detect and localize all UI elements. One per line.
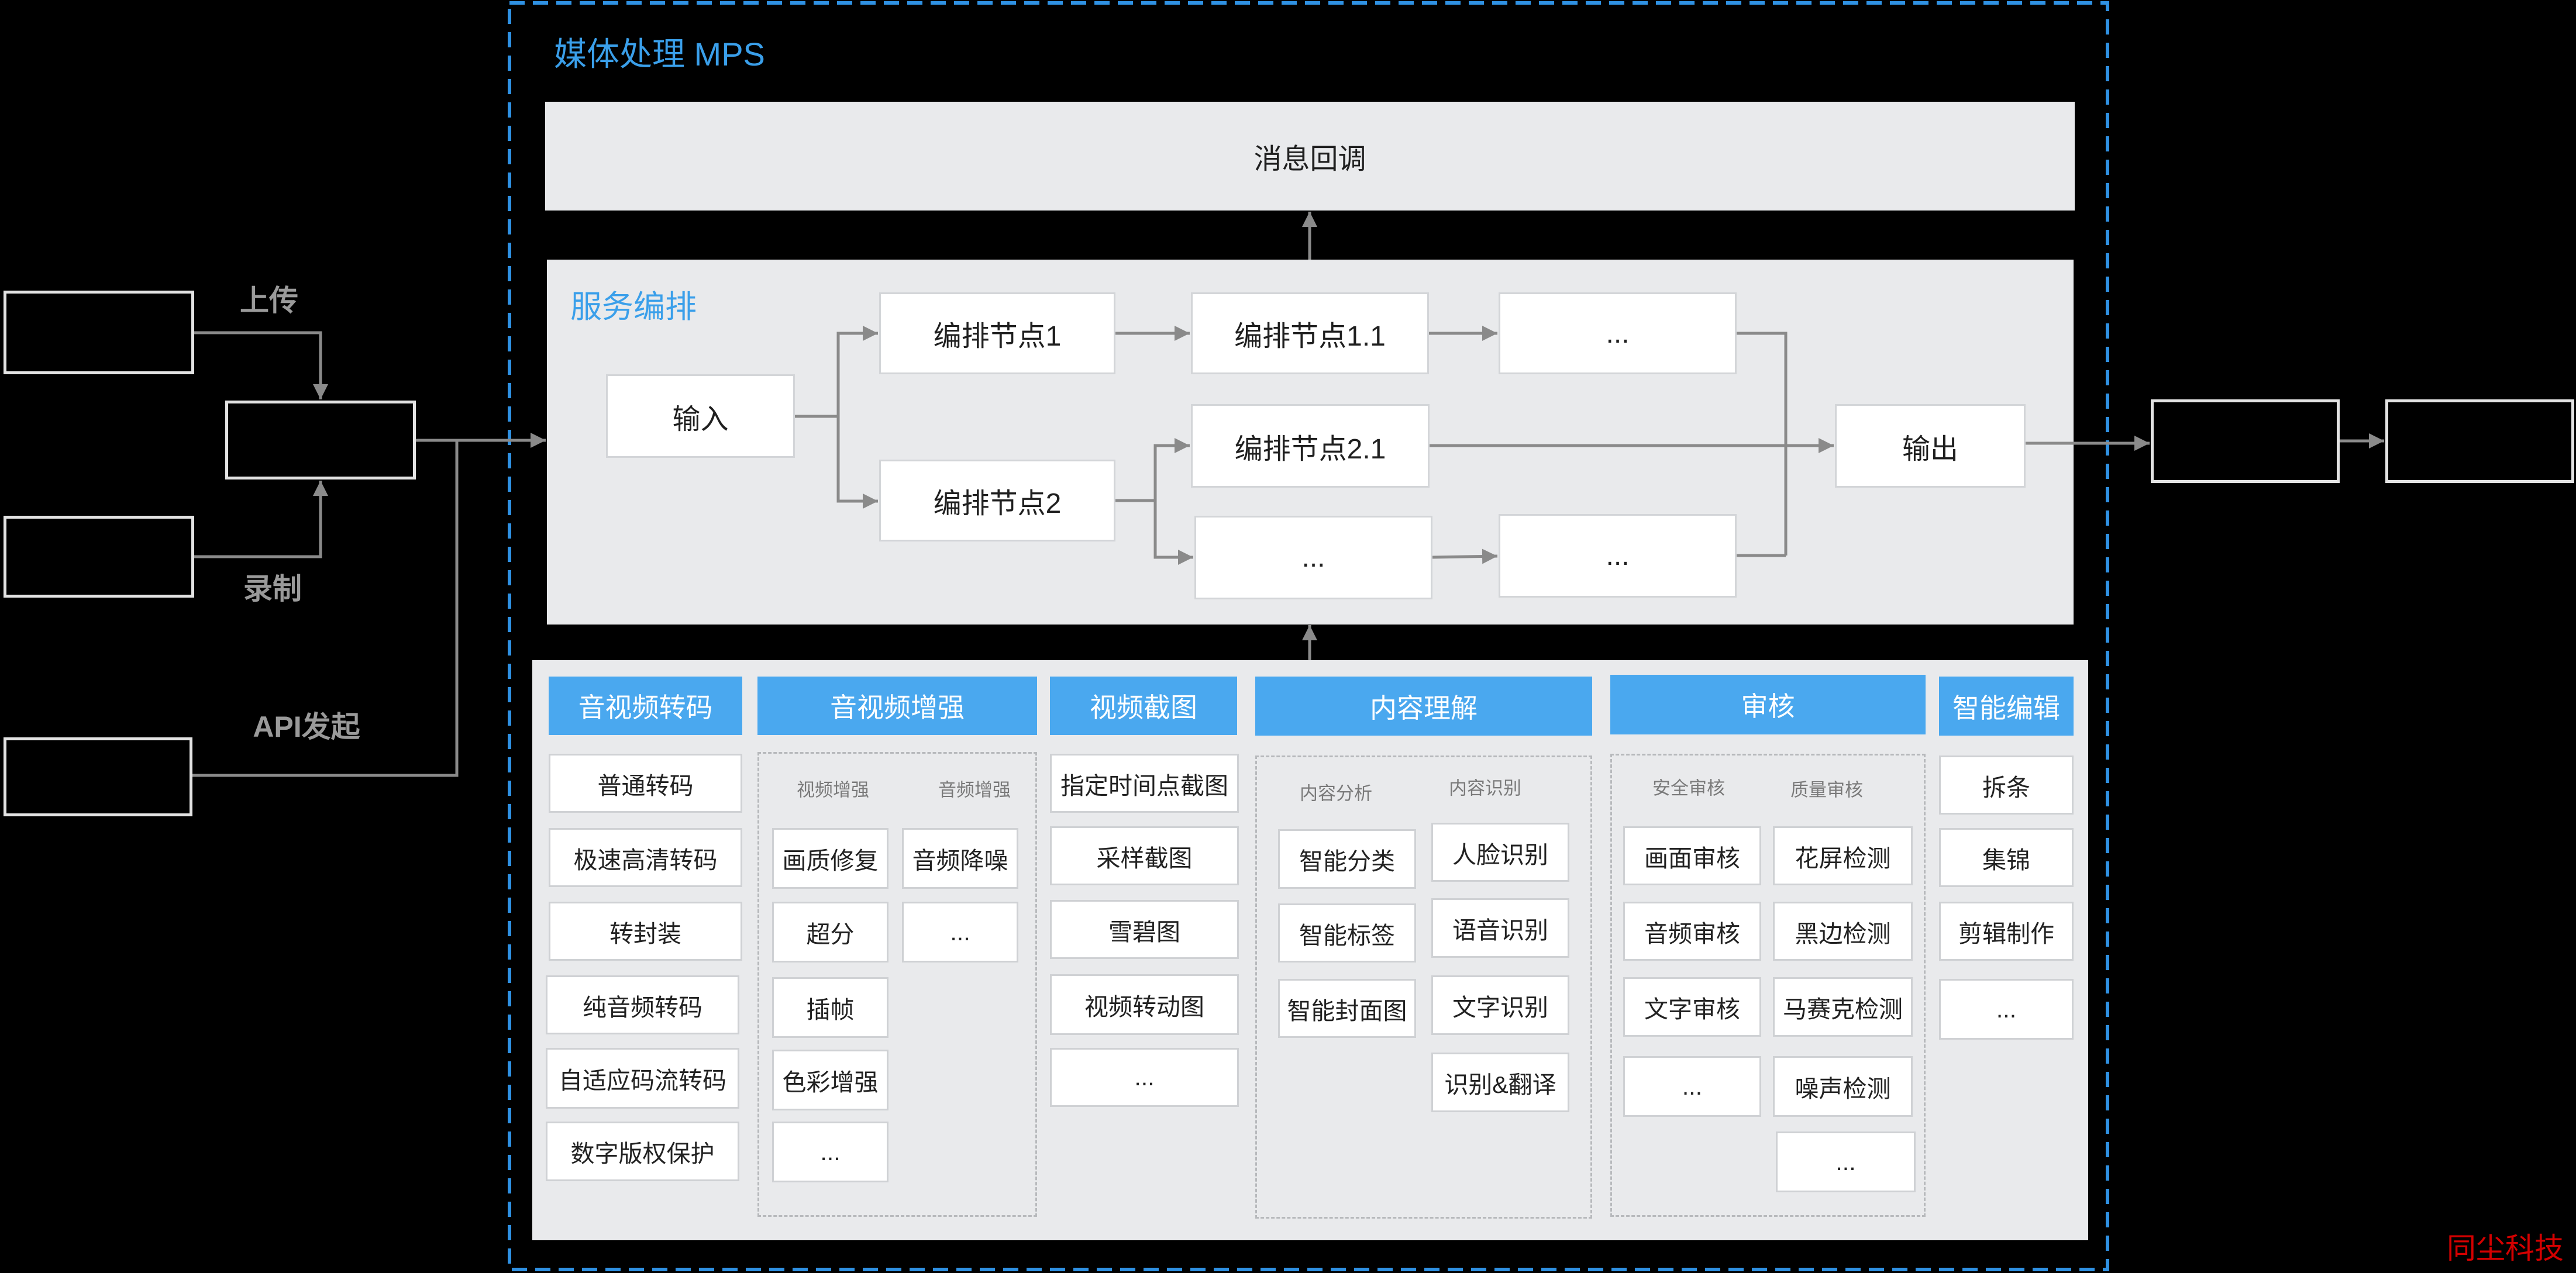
- callback-bar: 消息回调: [545, 102, 2075, 211]
- orchestration-node-2-branch-next: ...: [1499, 514, 1737, 598]
- upload-label: 上传: [240, 284, 298, 317]
- transcode-item: 纯音频转码: [546, 975, 739, 1034]
- audio-enhance-item: 音频降噪: [902, 828, 1018, 889]
- editing-item: 剪辑制作: [1939, 902, 2074, 961]
- orchestration-title: 服务编排: [570, 289, 697, 325]
- transcode-item: 数字版权保护: [546, 1122, 739, 1181]
- orchestration-node-2-1: 编排节点2.1: [1191, 404, 1430, 488]
- security-review-item: ...: [1623, 1056, 1761, 1117]
- recognition-item: 人脸识别: [1431, 823, 1569, 882]
- output-destination-box: [2151, 399, 2340, 483]
- final-destination-box: [2385, 399, 2574, 483]
- editing-item: 拆条: [1939, 755, 2074, 815]
- transcode-item: 极速高清转码: [549, 828, 742, 887]
- orchestration-node-1-next: ...: [1499, 292, 1737, 374]
- orchestration-node-1: 编排节点1: [879, 292, 1115, 374]
- snapshot-item: 指定时间点截图: [1050, 754, 1239, 813]
- video-enhance-item: ...: [772, 1122, 888, 1182]
- analysis-item: 智能标签: [1278, 903, 1416, 962]
- analysis-group-label: 内容分析: [1300, 783, 1372, 804]
- mps-title: 媒体处理 MPS: [554, 36, 765, 73]
- recognition-item: 识别&翻译: [1431, 1053, 1569, 1112]
- quality-review-item: 噪声检测: [1773, 1056, 1913, 1117]
- video-enhance-group-label: 视频增强: [797, 779, 869, 801]
- orchestration-node-1-1: 编排节点1.1: [1191, 292, 1429, 374]
- upload-source-box: [4, 291, 194, 374]
- snapshot-header: 视频截图: [1050, 677, 1237, 735]
- quality-review-item: 黑边检测: [1773, 902, 1913, 961]
- snapshot-item: 采样截图: [1050, 826, 1239, 885]
- review-header: 审核: [1610, 675, 1926, 734]
- editing-item: 集锦: [1939, 828, 2074, 887]
- snapshot-item: 雪碧图: [1050, 900, 1239, 959]
- quality-review-item: ...: [1776, 1131, 1916, 1192]
- quality-review-group-label: 质量审核: [1790, 779, 1863, 801]
- orchestration-node-2: 编排节点2: [879, 460, 1115, 541]
- snapshot-item: 视频转动图: [1050, 974, 1239, 1035]
- security-review-group-label: 安全审核: [1652, 778, 1725, 799]
- callback-label: 消息回调: [1253, 144, 1366, 175]
- recognition-item: 语音识别: [1431, 898, 1569, 958]
- snapshot-item: ...: [1050, 1048, 1239, 1107]
- enhance-header: 音视频增强: [757, 677, 1037, 735]
- upload-connector: [194, 331, 328, 399]
- api-label: API发起: [253, 710, 360, 743]
- security-review-item: 画面审核: [1623, 826, 1761, 885]
- api-source-box: [4, 737, 192, 816]
- record-label: 录制: [243, 572, 302, 605]
- transcode-item: 自适应码流转码: [546, 1048, 739, 1109]
- transcode-item: 转封装: [549, 902, 742, 961]
- quality-review-item: 马赛克检测: [1773, 977, 1913, 1037]
- video-enhance-item: 画质修复: [772, 828, 888, 889]
- transcode-header: 音视频转码: [549, 677, 742, 735]
- security-review-item: 音频审核: [1623, 902, 1761, 961]
- analysis-item: 智能分类: [1278, 829, 1416, 889]
- transcode-item: 普通转码: [549, 754, 742, 813]
- recognition-group-label: 内容识别: [1449, 778, 1521, 799]
- video-enhance-item: 色彩增强: [772, 1050, 888, 1110]
- orchestration-input-node: 输入: [606, 374, 795, 458]
- record-source-box: [4, 516, 194, 598]
- watermark-text: 同尘科技: [2447, 1231, 2564, 1265]
- record-connector: [194, 481, 328, 558]
- understanding-header: 内容理解: [1255, 677, 1592, 736]
- video-enhance-item: 插帧: [772, 977, 888, 1038]
- editing-header: 智能编辑: [1939, 677, 2074, 736]
- orchestration-node-2-branch: ...: [1194, 516, 1432, 599]
- quality-review-item: 花屏检测: [1773, 826, 1913, 885]
- ingest-merge-box: [225, 401, 416, 479]
- orchestration-output-node: 输出: [1835, 404, 2026, 488]
- security-review-item: 文字审核: [1623, 977, 1761, 1037]
- video-enhance-item: 超分: [772, 902, 888, 962]
- audio-enhance-group-label: 音频增强: [938, 779, 1011, 801]
- recognition-item: 文字识别: [1431, 975, 1569, 1035]
- audio-enhance-item: ...: [902, 902, 1018, 962]
- editing-item: ...: [1939, 979, 2074, 1040]
- analysis-item: 智能封面图: [1278, 979, 1416, 1038]
